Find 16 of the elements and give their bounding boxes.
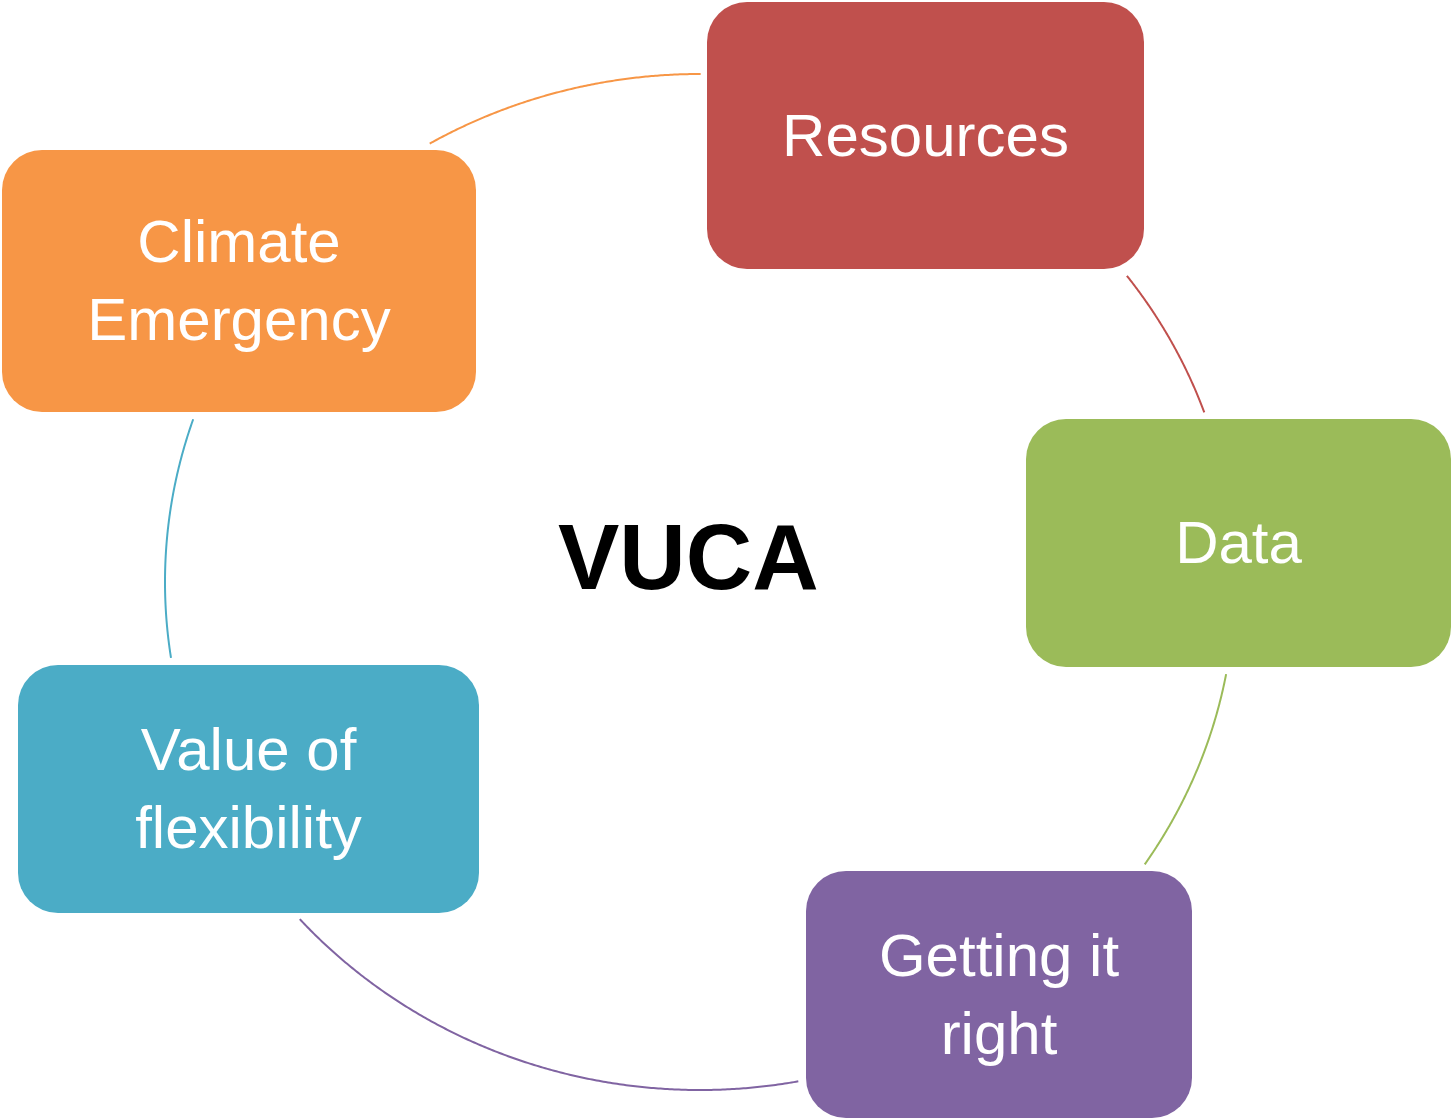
rounded-box <box>18 665 479 913</box>
rounded-box <box>806 871 1192 1118</box>
box-label: Value of flexibility <box>134 715 363 863</box>
box-label: Resources <box>782 100 1069 171</box>
box-label: Getting it right <box>877 920 1121 1069</box>
center-label: VUCA <box>558 505 819 610</box>
connector-arc <box>298 918 800 1091</box>
connector-arc <box>428 73 702 145</box>
connector-arc <box>1143 673 1228 866</box>
rounded-box <box>2 150 476 412</box>
connector-arc <box>1125 274 1206 414</box>
box-label: Data <box>1175 508 1302 578</box>
box-label: Climate Emergency <box>86 207 392 355</box>
rounded-box <box>707 2 1144 269</box>
rounded-box <box>1026 419 1451 667</box>
connector-arc <box>164 418 195 659</box>
